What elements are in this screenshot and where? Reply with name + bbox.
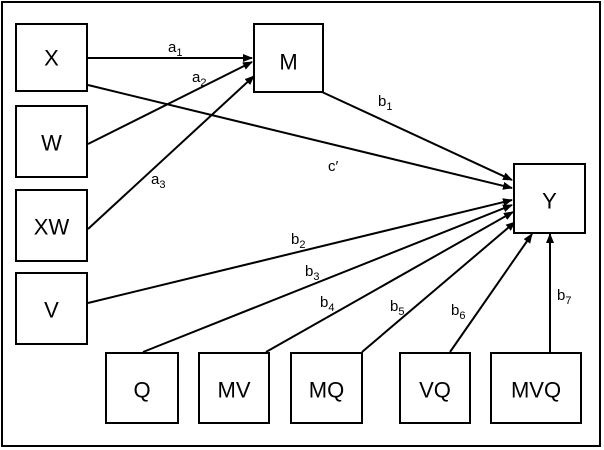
node-mq: MQ [290,352,363,424]
edge-v-to-y [87,198,513,304]
label-b4: b4 [320,294,334,314]
edge-xw-to-m [87,75,255,230]
node-w: W [15,105,88,178]
edge-vq-to-y [449,233,533,353]
edge-m-to-y [321,91,513,181]
label-a3: a3 [151,171,165,191]
label-b2: b2 [291,231,305,251]
node-mvq: MVQ [490,352,582,424]
node-m-label: M [279,50,297,75]
node-v: V [15,272,88,345]
node-q: Q [105,352,179,424]
edges [87,54,554,353]
label-b6: b6 [451,302,465,322]
edge-x-to-y [87,84,513,190]
node-v-label: V [44,298,59,323]
node-vq: VQ [399,352,471,424]
node-mvq-label: MVQ [511,378,561,403]
label-b3: b3 [305,263,319,283]
nodes: X W XW V M Y Q MV [15,23,586,424]
node-xw-label: XW [34,215,70,240]
edge-mv-to-y [265,211,514,353]
node-x-label: X [44,46,59,71]
node-m: M [253,23,324,93]
node-mv-label: MV [218,378,251,403]
edge-labels: a1 a2 a3 b1 c′ b2 b3 b4 b5 b6 b7 [151,39,571,322]
node-w-label: W [41,131,62,156]
node-xw: XW [15,189,88,262]
node-mq-label: MQ [309,378,344,403]
node-y: Y [513,163,586,234]
label-a2: a2 [192,69,206,89]
node-y-label: Y [542,189,557,214]
label-a1: a1 [168,39,182,59]
label-b7: b7 [557,287,571,307]
edge-q-to-y [142,204,513,353]
edge-mq-to-y [361,221,516,353]
node-vq-label: VQ [419,378,451,403]
node-q-label: Q [133,378,150,403]
label-b5: b5 [390,298,404,318]
node-x: X [15,23,88,92]
edge-w-to-m [87,61,253,145]
label-b1: b1 [378,93,392,113]
label-c-prime: c′ [328,158,339,175]
node-mv: MV [198,352,270,424]
